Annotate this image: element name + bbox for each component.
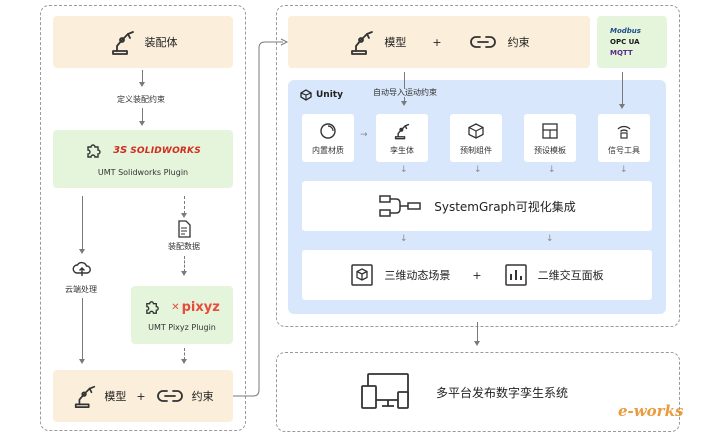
puzzle-icon (87, 143, 101, 158)
publish-label: 多平台发布数字孪生系统 (436, 385, 569, 400)
pixyz-logo: pixyz (181, 299, 220, 315)
component-label: 预制组件 (460, 145, 492, 155)
multi-device-icon (361, 373, 409, 409)
chevron-down-icon: ↓ (546, 234, 554, 244)
publish-row: 多平台发布数字孪生系统 (360, 372, 568, 412)
model-constraint-box-left: 模型 + 约束 (53, 370, 233, 422)
connector-left-to-right (233, 38, 289, 397)
robot-arm-icon (351, 31, 374, 55)
component-signal: 信号工具 (598, 114, 650, 162)
auto-import-label: 自动导入运动约束 (372, 88, 438, 97)
material-icon (320, 122, 336, 139)
robot-arm-icon (75, 385, 96, 408)
chevron-down-icon: ↓ (620, 165, 628, 175)
component-label: 预设模板 (534, 145, 566, 155)
robot-arm-icon (111, 31, 134, 55)
left-dashed-group (40, 5, 246, 431)
arrow-right-icon: → (360, 130, 368, 140)
constraint-label: 约束 (191, 390, 214, 403)
cloud-icon (72, 260, 92, 278)
pixyz-mark-icon: ✕ (171, 301, 180, 313)
publish-dashed-box (276, 352, 680, 432)
constraint-label: 约束 (507, 36, 530, 49)
model-label: 模型 (384, 36, 407, 49)
component-label: 信号工具 (608, 145, 640, 155)
3d-cube-icon (351, 264, 374, 286)
pixyz-plugin-label: UMT Pixyz Plugin (148, 322, 216, 332)
plus-sign: + (432, 35, 442, 49)
assembly-data-label: 装配数据 (168, 242, 200, 251)
component-material: 内置材质 (302, 114, 354, 162)
robot-arm-icon (394, 123, 410, 139)
protocols-box: Modbus OPC UA MQTT (597, 16, 667, 68)
signal-icon (617, 125, 631, 139)
graph-nodes-icon (379, 195, 421, 217)
define-constraint-label: 定义装配约束 (117, 95, 165, 104)
puzzle-icon (146, 300, 160, 314)
component-label: 孪生体 (390, 145, 414, 155)
chevron-down-icon: ↓ (548, 165, 556, 175)
solidworks-plugin-box: 3S SOLIDWORKS UMT Solidworks Plugin (53, 130, 233, 188)
link-icon (469, 36, 496, 48)
solidworks-logo: SOLIDWORKS (130, 145, 201, 156)
scene-panel-box: 三维动态场景 + 二维交互面板 (302, 250, 652, 300)
document-icon (177, 220, 191, 238)
chevron-down-icon: ↓ (400, 165, 408, 175)
assembly-label: 装配体 (144, 36, 178, 49)
solidworks-plugin-label: UMT Solidworks Plugin (97, 167, 189, 177)
template-icon (542, 122, 558, 139)
component-twin: 孪生体 (376, 114, 428, 162)
chevron-down-icon: ↓ (400, 234, 408, 244)
systemgraph-box: SystemGraph可视化集成 (302, 181, 652, 231)
solidworks-ds-icon: 3S (113, 145, 128, 156)
eworks-watermark: e-works (618, 402, 683, 420)
component-template: 预设模板 (524, 114, 576, 162)
systemgraph-label: SystemGraph可视化集成 (434, 199, 576, 214)
mqtt-label: MQTT (610, 49, 633, 57)
component-prefab: 预制组件 (450, 114, 502, 162)
component-label: 内置材质 (312, 145, 344, 155)
unity-icon (300, 89, 312, 101)
right-dashed-group (276, 5, 680, 327)
assembly-box: 装配体 (53, 16, 233, 68)
plus-sign: + (136, 389, 146, 403)
scene-label: 三维动态场景 (384, 269, 451, 282)
plus-sign: + (472, 268, 482, 282)
opcua-label: OPC UA (610, 38, 640, 46)
model-constraint-box-right: 模型 + 约束 (288, 16, 590, 68)
chevron-down-icon: ↓ (474, 165, 482, 175)
bar-chart-icon (504, 264, 527, 286)
unity-label: Unity (316, 90, 343, 100)
pixyz-plugin-box: ✕ pixyz UMT Pixyz Plugin (131, 286, 233, 344)
cube-icon (468, 122, 484, 139)
modbus-label: Modbus (610, 27, 641, 35)
watermark-label: e-works (618, 402, 684, 420)
unity-logo: Unity (300, 89, 343, 101)
model-label: 模型 (104, 390, 127, 403)
panel-label: 二维交互面板 (537, 269, 604, 282)
cloud-label: 云端处理 (65, 285, 97, 294)
link-icon (156, 390, 183, 402)
